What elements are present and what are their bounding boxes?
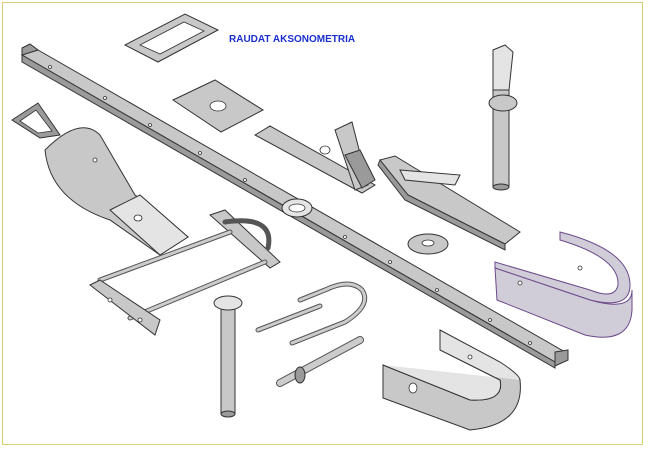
long-flat-bar [20, 43, 569, 369]
hook-bracket [377, 155, 521, 251]
u-bolt-frame [89, 209, 281, 336]
washer [407, 233, 449, 255]
vertical-pin-with-clamp [488, 44, 518, 191]
u-strap-purple [494, 231, 633, 338]
threaded-rod [276, 336, 364, 387]
u-bolt [289, 281, 368, 346]
slotted-plate [123, 13, 220, 63]
drawing-title: RAUDAT AKSONOMETRIA [229, 34, 356, 45]
straight-rod [255, 303, 323, 333]
u-strap [382, 329, 521, 431]
triangle-link [11, 102, 61, 139]
bracket-with-clip [253, 121, 376, 194]
clevis-pin [213, 295, 243, 418]
square-plate-with-hole [171, 79, 265, 133]
bent-strap [44, 127, 189, 256]
drawing-frame [2, 2, 643, 445]
